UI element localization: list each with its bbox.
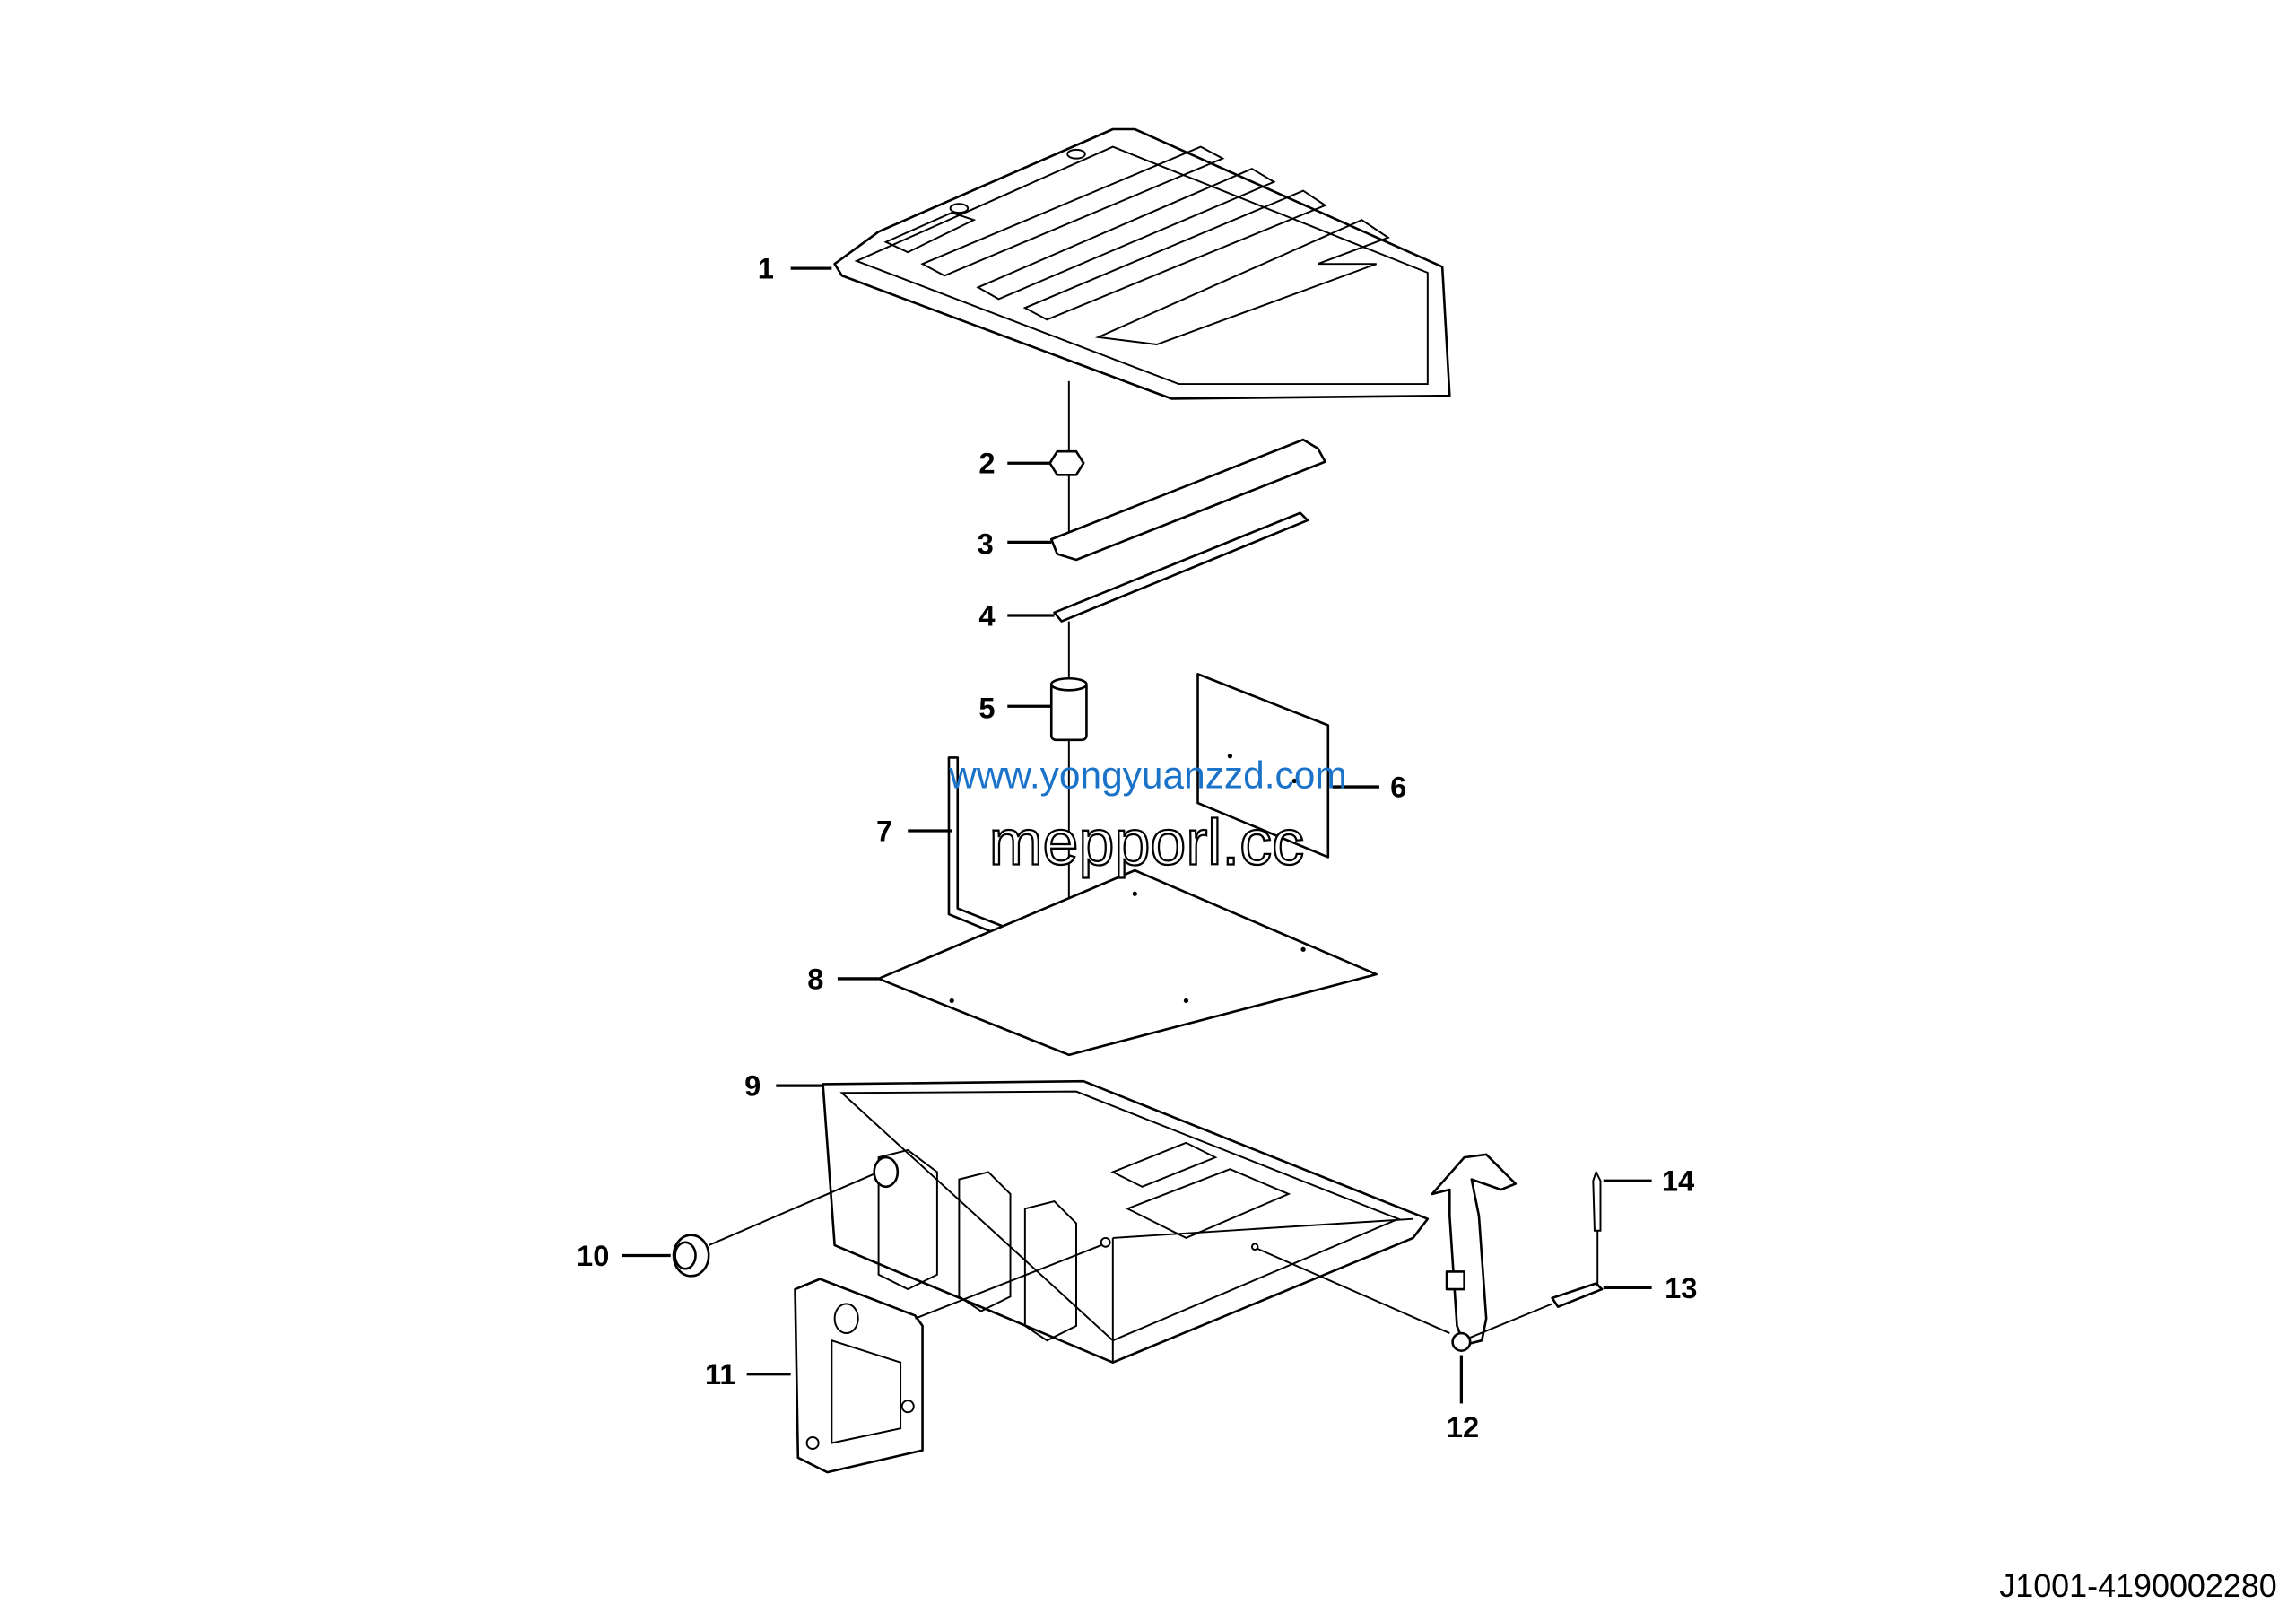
callout-4: 4: [978, 598, 995, 632]
leader-lines: [622, 266, 1652, 1404]
watermark-url: www.yongyuanzzd.com: [948, 754, 1346, 797]
watermark-outline: mepporl.cc: [989, 807, 1304, 879]
part-8-plate: [877, 868, 1378, 1057]
callout-6: 6: [1390, 770, 1406, 803]
part-4-strip: [1053, 511, 1309, 623]
part-3-bracket: [1049, 438, 1326, 562]
part-11-handle: [794, 1244, 1102, 1474]
callout-5: 5: [978, 691, 995, 724]
part-2-nut: [1048, 449, 1085, 540]
callout-2: 2: [978, 447, 995, 480]
part-1-cover: [833, 127, 1451, 452]
callout-1: 1: [758, 252, 774, 285]
callout-3: 3: [978, 527, 994, 560]
callout-11: 11: [705, 1357, 736, 1391]
drawing-number: J1001-4190002280: [1999, 1567, 2276, 1604]
callout-12: 12: [1447, 1410, 1479, 1443]
part-12-latch: [1256, 1153, 1552, 1352]
callout-7: 7: [876, 814, 892, 847]
part-6-pad: [1196, 673, 1330, 859]
callout-8: 8: [807, 962, 823, 995]
part-14-clip: [1592, 1169, 1602, 1232]
callout-9: 9: [744, 1069, 761, 1103]
callout-14: 14: [1662, 1164, 1694, 1198]
callout-13: 13: [1665, 1271, 1697, 1304]
part-13-pin: [1551, 1282, 1604, 1308]
part-5-spacer: [1049, 676, 1088, 1048]
part-9-tray: [822, 1079, 1430, 1365]
part-10-grommet: [672, 1155, 900, 1278]
callout-10: 10: [577, 1239, 609, 1272]
